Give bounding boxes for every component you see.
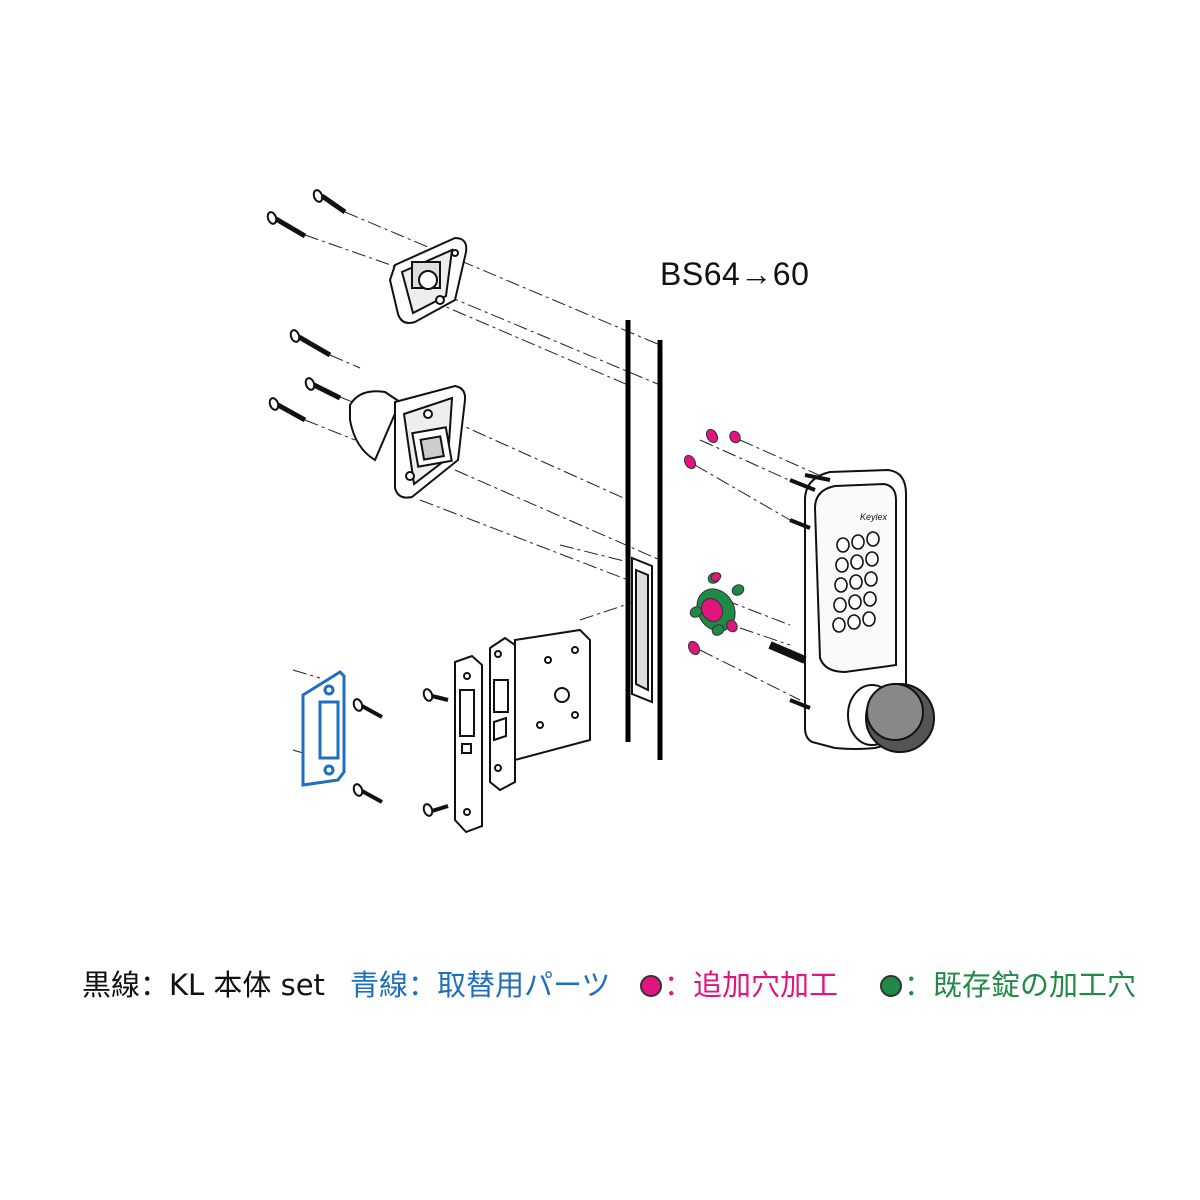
drill-hole-markers bbox=[683, 428, 745, 656]
keypad-button bbox=[849, 574, 863, 590]
long-screw-mid-1 bbox=[289, 329, 332, 358]
keypad-button bbox=[862, 611, 876, 627]
door-mortise-recess bbox=[631, 556, 653, 704]
keypad-button bbox=[848, 594, 862, 610]
backset-label: BS64→60 bbox=[660, 256, 810, 292]
keypad-button bbox=[866, 531, 880, 547]
long-screw-mid-3 bbox=[268, 397, 307, 423]
assembly-guide-lines bbox=[292, 211, 831, 759]
keypad-button bbox=[832, 617, 846, 633]
long-screw-top-1 bbox=[312, 189, 347, 215]
green-dot-icon bbox=[880, 975, 902, 997]
strike-screw-1 bbox=[352, 698, 383, 719]
pink-dot-icon bbox=[640, 975, 662, 997]
keypad-button bbox=[836, 537, 850, 553]
legend-replacement-parts: 青線：取替用パーツ bbox=[350, 968, 611, 1002]
long-screw-top-2 bbox=[266, 211, 307, 239]
legend-new-holes: ：追加穴加工 bbox=[640, 962, 838, 1004]
keypad-button bbox=[835, 557, 849, 573]
legend-kit-lines: 黒線：KL 本体 set bbox=[82, 968, 325, 1002]
legend-existing-holes-label: ：既存錠の加工穴 bbox=[904, 968, 1137, 1002]
new-hole bbox=[710, 572, 722, 582]
strike-screw-2 bbox=[352, 783, 383, 804]
keypad-button bbox=[833, 597, 847, 613]
new-hole bbox=[705, 428, 719, 444]
new-hole bbox=[700, 597, 724, 623]
existing-hole bbox=[711, 624, 725, 636]
mortise-lock-body bbox=[489, 628, 591, 792]
faceplate-screw-1 bbox=[422, 688, 449, 702]
keypad-button bbox=[864, 571, 878, 587]
new-hole bbox=[687, 640, 701, 656]
new-hole bbox=[729, 430, 741, 444]
lock-faceplate bbox=[454, 654, 483, 834]
keypad-button bbox=[863, 591, 877, 607]
existing-hole bbox=[731, 584, 745, 596]
faceplate-screw-2 bbox=[422, 803, 449, 817]
keypad-button bbox=[851, 534, 865, 550]
new-hole bbox=[726, 619, 738, 633]
inner-escutcheon bbox=[349, 384, 467, 499]
keypad-button bbox=[865, 551, 879, 567]
keypad-button bbox=[850, 554, 864, 570]
long-screw-mid-2 bbox=[304, 377, 342, 401]
replacement-strike-plate bbox=[301, 670, 346, 787]
keypad-brand-mark: Keylex bbox=[860, 512, 888, 522]
keypad-knob bbox=[847, 683, 935, 753]
legend-existing-holes: ：既存錠の加工穴 bbox=[880, 962, 1136, 1004]
keypad-buttons bbox=[832, 531, 880, 633]
legend-new-holes-label: ：追加穴加工 bbox=[664, 968, 839, 1002]
keypad-button bbox=[834, 577, 848, 593]
keypad-button bbox=[847, 614, 861, 630]
new-hole bbox=[683, 454, 697, 470]
inner-mounting-plate bbox=[388, 236, 468, 324]
